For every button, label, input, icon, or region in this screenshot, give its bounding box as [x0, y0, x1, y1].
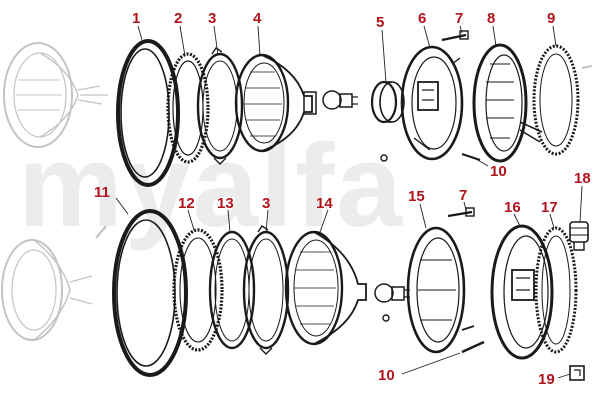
leader-lines	[115, 25, 583, 379]
part-12-seal	[172, 228, 224, 352]
part-4-light-unit	[234, 53, 317, 153]
part-8-body-shell	[472, 43, 543, 163]
ghost-headlamp-top	[3, 42, 108, 148]
part-19-clip	[569, 365, 585, 381]
part-16-housing	[490, 224, 554, 360]
callout-10-bottom: 10	[378, 367, 395, 384]
callout-19: 19	[538, 371, 555, 388]
callout-10: 10	[490, 163, 507, 180]
ghost-headlamp-bottom	[1, 225, 107, 341]
callout-15: 15	[408, 188, 425, 205]
callout-8: 8	[487, 10, 495, 27]
part-6-reflector-housing	[400, 45, 464, 161]
bulb-top	[322, 90, 358, 110]
callout-2: 2	[174, 10, 182, 27]
callout-1: 1	[132, 10, 140, 27]
callout-3-bottom: 3	[262, 195, 270, 212]
callout-16: 16	[504, 199, 521, 216]
callout-12: 12	[178, 195, 195, 212]
callout-9: 9	[547, 10, 555, 27]
part-5-bulb-holder	[370, 80, 405, 124]
callout-11: 11	[94, 184, 110, 201]
callout-7: 7	[455, 10, 463, 27]
callout-3: 3	[208, 10, 216, 27]
callout-13: 13	[217, 195, 234, 212]
part-15-reflector	[406, 226, 466, 354]
part-10-screws-top	[380, 153, 481, 162]
part-7-screw-top	[441, 30, 469, 42]
callout-6: 6	[418, 10, 426, 27]
callout-7-bottom: 7	[459, 187, 467, 204]
part-10-adjuster-bottom	[382, 314, 485, 354]
callout-4: 4	[253, 10, 262, 27]
part-7-screw-bottom	[447, 207, 475, 218]
callout-5: 5	[376, 14, 384, 31]
bulb-bottom	[374, 283, 410, 303]
part-18-grommet	[569, 221, 589, 251]
part-9-gasket	[532, 44, 593, 156]
callout-18: 18	[574, 170, 591, 187]
callout-14: 14	[316, 195, 333, 212]
part-17-gasket	[534, 226, 578, 354]
watermark: myalfa	[18, 120, 404, 252]
part-14-sealed-beam	[284, 230, 367, 346]
callout-17: 17	[541, 199, 558, 216]
